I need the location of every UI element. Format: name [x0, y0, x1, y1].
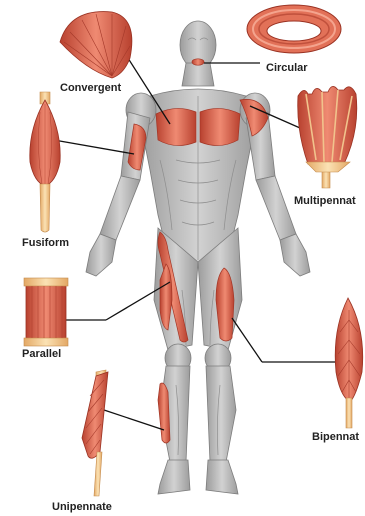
- convergent-muscle: [60, 12, 132, 78]
- label-circular: Circular: [266, 63, 308, 74]
- leader-bipennat-a: [232, 318, 262, 362]
- figure-left-hand: [86, 234, 116, 276]
- figure-left-forearm: [100, 176, 140, 240]
- figure-right-foot: [206, 460, 238, 494]
- bipennat-muscle: [335, 298, 363, 428]
- figure-tibialis: [158, 383, 170, 443]
- figure-right-lower-leg: [206, 366, 236, 462]
- multipennat-muscle: [298, 86, 357, 188]
- figure-left-pectoral: [156, 108, 196, 145]
- label-multipennat: Multipennat: [294, 196, 356, 207]
- figure-right-forearm: [256, 176, 296, 240]
- label-fusiform: Fusiform: [22, 238, 69, 249]
- label-parallel: Parallel: [22, 349, 61, 360]
- figure-left-foot: [158, 460, 190, 494]
- circular-muscle: [247, 5, 341, 53]
- parallel-muscle: [24, 278, 68, 346]
- leader-unipennate: [104, 410, 164, 430]
- figure-right-hand: [280, 234, 310, 276]
- label-unipennate: Unipennate: [52, 502, 112, 513]
- figure-orbicularis-oris: [192, 59, 204, 65]
- fusiform-muscle: [30, 92, 60, 232]
- label-convergent: Convergent: [60, 83, 121, 94]
- label-bipennat: Bipennat: [312, 432, 359, 443]
- figure-neck: [182, 63, 214, 86]
- leader-fusiform: [54, 140, 134, 154]
- unipennate-muscle: [82, 370, 108, 496]
- figure-right-pectoral: [200, 108, 240, 145]
